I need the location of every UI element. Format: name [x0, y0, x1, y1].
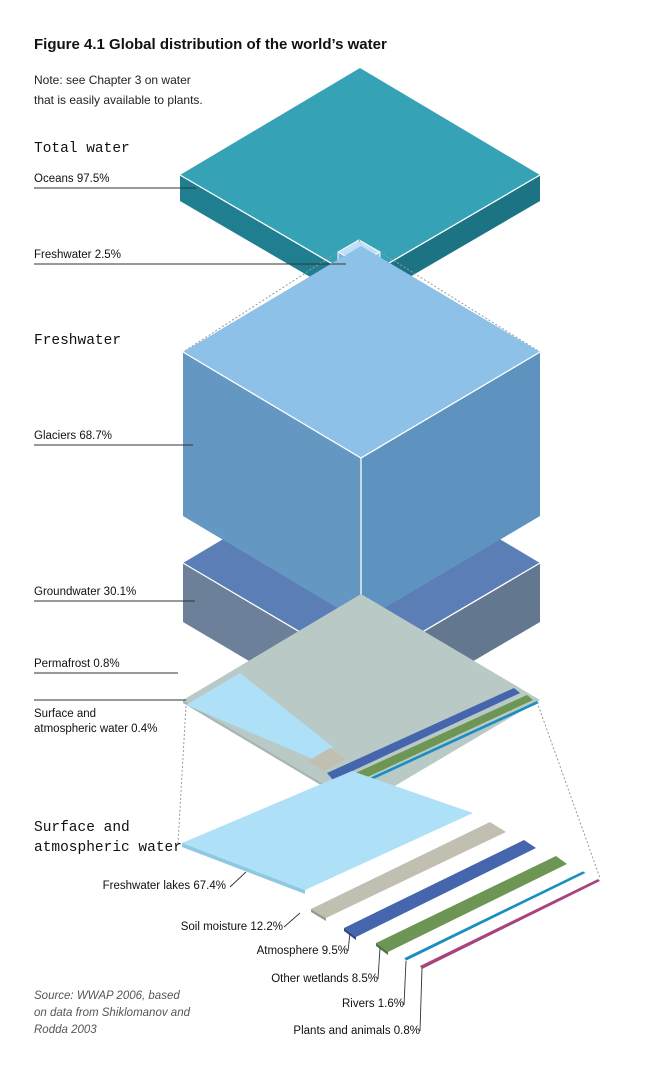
- label-surface-line-1: Surface and: [34, 708, 97, 720]
- note-line-1: Note: see Chapter 3 on water: [34, 73, 191, 87]
- note-line-2: that is easily available to plants.: [34, 93, 203, 107]
- plants-animals-strip: [420, 879, 600, 969]
- glacier-cube: [182, 246, 541, 622]
- label-atmosphere: Atmosphere 9.5%: [256, 945, 348, 957]
- label-permafrost: Permafrost 0.8%: [34, 658, 120, 670]
- oceans-slab-left: [180, 175, 360, 306]
- permafrost-sheet: [183, 594, 540, 809]
- label-plants-animals: Plants and animals 0.8%: [293, 1025, 420, 1037]
- label-rivers: Rivers 1.6%: [342, 998, 404, 1010]
- figure-note: Note: see Chapter 3 on water that is eas…: [34, 70, 254, 110]
- label-freshwater-lakes: Freshwater lakes 67.4%: [102, 880, 226, 892]
- label-glaciers: Glaciers 68.7%: [34, 430, 112, 442]
- surface-inset-atmosphere: [327, 688, 520, 780]
- section-surface-line-2: atmospheric water: [34, 840, 182, 856]
- figure-title: Figure 4.1 Global distribution of the wo…: [34, 36, 387, 53]
- soil-moisture-strip: [311, 822, 506, 921]
- label-soil-moisture: Soil moisture 12.2%: [180, 921, 283, 933]
- section-freshwater: Freshwater: [34, 333, 122, 349]
- surface-inset-lakes: [186, 673, 333, 759]
- label-other-wetlands: Other wetlands 8.5%: [271, 973, 378, 985]
- section-surface-atmospheric: Surface and atmospheric water: [34, 818, 182, 858]
- projection-lines-freshwater: [182, 239, 541, 353]
- other-wetlands-strip: [376, 856, 567, 955]
- leader-lines: [34, 187, 423, 1032]
- surface-inset-soil: [308, 748, 346, 771]
- label-groundwater: Groundwater 30.1%: [34, 586, 137, 598]
- section-surface-line-1: Surface and: [34, 820, 130, 836]
- source-line-2: on data from Shiklomanov and: [34, 1007, 190, 1019]
- label-surface-atmospheric: Surface and atmospheric water 0.4%: [34, 707, 157, 737]
- rivers-strip: [403, 870, 587, 962]
- label-surface-line-2: atmospheric water 0.4%: [34, 723, 158, 735]
- source-line-3: Rodda 2003: [34, 1024, 97, 1036]
- surface-inset-wetlands: [340, 695, 533, 787]
- projection-lines-surface: [177, 701, 601, 879]
- section-total-water: Total water: [34, 141, 130, 157]
- source-line-1: Source: WWAP 2006, based: [34, 990, 180, 1002]
- label-freshwater: Freshwater 2.5%: [34, 249, 121, 261]
- surface-inset-rivers: [350, 701, 539, 789]
- source-note: Source: WWAP 2006, based on data from Sh…: [34, 988, 214, 1039]
- freshwater-lakes-sheet: [182, 771, 473, 894]
- glacier-cube-left: [183, 352, 361, 622]
- glacier-cube-right: [361, 352, 540, 622]
- label-oceans: Oceans 97.5%: [34, 173, 110, 185]
